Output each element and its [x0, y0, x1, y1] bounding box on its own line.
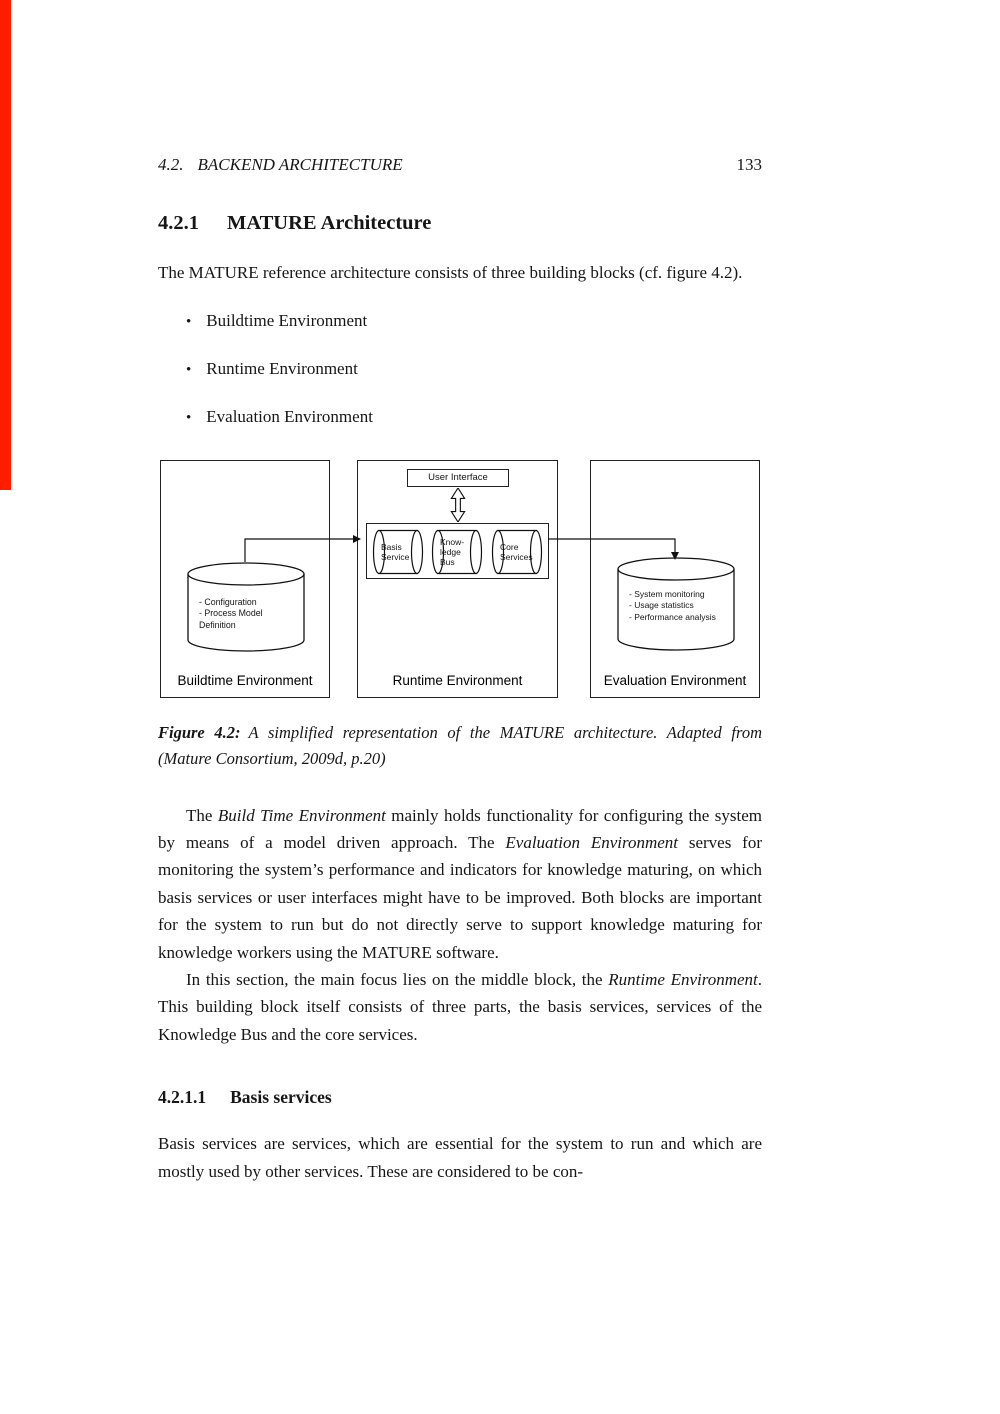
- text-segment: . This building block itself consists of…: [158, 969, 762, 1044]
- cylinder-shape: [372, 529, 424, 574]
- core-services-label: Core Services: [490, 528, 544, 576]
- cylinder-line: - System monitoring: [629, 588, 705, 599]
- section-heading: 4.2.1 MATURE Architecture: [158, 211, 762, 235]
- figure-caption: Figure 4.2:A simplified representation o…: [158, 720, 762, 772]
- figure-caption-label: Figure 4.2:: [158, 722, 241, 742]
- runtime-services-container: Basis Service Know- ledg: [366, 522, 549, 579]
- bullet-icon: •: [186, 313, 192, 330]
- bullet-label: Runtime Environment: [206, 358, 358, 378]
- double-arrow-icon: [450, 487, 466, 522]
- cylinder-shape: [431, 529, 483, 574]
- text-segment: serves for monitoring the system’s perfo…: [158, 832, 762, 962]
- buildtime-database-cylinder: - Configuration - Process Model Definiti…: [186, 561, 306, 653]
- section-title: MATURE Architecture: [227, 212, 432, 234]
- service-label-line: Know-: [440, 536, 465, 547]
- running-header-section-number: 4.2.: [158, 155, 184, 174]
- knowledge-bus-label: Know- ledge Bus: [430, 528, 484, 576]
- cylinder-line: - Usage statistics: [629, 600, 694, 610]
- cylinder-line: Definition: [199, 619, 236, 630]
- runtime-environment-box: User Interface Basis Ser: [357, 459, 558, 698]
- cylinder-shape: [617, 556, 735, 651]
- knowledge-bus-cylinder: Know- ledge Bus: [430, 528, 484, 576]
- service-label-line: Core: [500, 541, 519, 552]
- cylinder-shape: [491, 529, 543, 574]
- running-header-section-title: BACKEND ARCHITECTURE: [197, 155, 403, 174]
- cylinder-line: - Performance analysis: [629, 611, 716, 622]
- bullet-label: Evaluation Environment: [206, 406, 373, 426]
- bullet-icon: •: [186, 409, 192, 426]
- paragraph: Basis services are services, which are e…: [158, 1134, 762, 1181]
- italic-term: Evaluation Environment: [505, 832, 679, 852]
- subsection-title: Basis services: [230, 1087, 332, 1108]
- subsection-heading: 4.2.1.1 Basis services: [158, 1086, 762, 1108]
- text-segment: In this section, the main focus lies on …: [186, 969, 609, 989]
- text-segment: mainly holds functionality for configuri…: [158, 805, 762, 852]
- buildtime-environment-box: - Configuration - Process Model Definiti…: [160, 459, 330, 698]
- service-label-line: ledge: [440, 546, 461, 557]
- core-services-cylinder: Core Services: [490, 528, 544, 576]
- italic-term: Build Time Environment: [217, 805, 386, 825]
- subsection-number: 4.2.1.1: [158, 1087, 207, 1108]
- figure-caption-text: A simplified representation of the MATUR…: [158, 722, 762, 768]
- buildtime-environment-label: Buildtime Environment: [177, 672, 313, 688]
- page-number: 133: [736, 155, 763, 174]
- basis-service-label: Basis Service: [371, 528, 425, 576]
- runtime-environment-label: Runtime Environment: [392, 672, 523, 688]
- evaluation-cylinder-text: - System monitoring - Usage statistics -…: [629, 589, 716, 624]
- running-header: 4.2. BACKEND ARCHITECTURE 133: [158, 155, 762, 175]
- italic-term: Runtime Environment: [608, 969, 758, 989]
- bullet-icon: •: [186, 361, 192, 378]
- basis-service-cylinder: Basis Service: [371, 528, 425, 576]
- user-interface-box: User Interface: [407, 468, 509, 487]
- figure-mature-architecture: - Configuration - Process Model Definiti…: [160, 459, 760, 700]
- cylinder-line: - Configuration: [199, 596, 257, 607]
- evaluation-environment-box: - System monitoring - Usage statistics -…: [590, 459, 760, 698]
- service-label-line: Service: [381, 551, 410, 562]
- intro-paragraph: The MATURE reference architecture consis…: [158, 263, 743, 282]
- service-label-line: Services: [500, 551, 533, 562]
- list-item: • Runtime Environment: [186, 355, 762, 384]
- service-label-line: Basis: [381, 541, 402, 552]
- paragraph: In this section, the main focus lies on …: [158, 966, 762, 1048]
- bullet-list: • Buildtime Environment • Runtime Enviro…: [158, 307, 762, 432]
- left-edge-red-stripe: [0, 0, 11, 490]
- list-item: • Buildtime Environment: [186, 307, 762, 336]
- page-content: 4.2. BACKEND ARCHITECTURE 133 4.2.1 MATURE…: [158, 0, 762, 1185]
- running-header-title: 4.2. BACKEND ARCHITECTURE: [158, 155, 403, 175]
- text-segment: The: [186, 805, 218, 825]
- service-label-line: Bus: [440, 556, 455, 567]
- evaluation-environment-label: Evaluation Environment: [603, 672, 747, 688]
- buildtime-cylinder-text: - Configuration - Process Model Definiti…: [199, 597, 263, 632]
- list-item: • Evaluation Environment: [186, 403, 762, 432]
- evaluation-database-cylinder: - System monitoring - Usage statistics -…: [616, 556, 736, 652]
- bullet-label: Buildtime Environment: [206, 310, 368, 330]
- cylinder-shape: [187, 561, 305, 652]
- section-number: 4.2.1: [158, 212, 199, 234]
- cylinder-line: - Process Model: [199, 608, 263, 618]
- paragraph: The Build Time Environment mainly holds …: [158, 802, 762, 966]
